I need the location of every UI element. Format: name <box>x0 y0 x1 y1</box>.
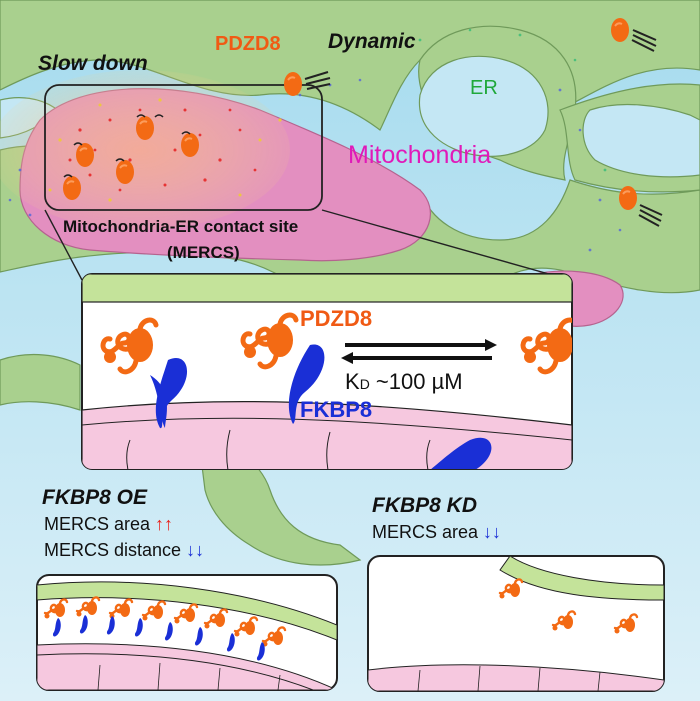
er-label: ER <box>470 77 498 99</box>
kd-line1: MERCS area ↓↓ <box>372 522 501 543</box>
kd-subscript: D <box>359 376 370 392</box>
slow-marks <box>63 114 191 178</box>
dynamic-label: Dynamic <box>328 30 416 53</box>
kd-value: ~100 µM <box>369 369 463 394</box>
mitochondria-label: Mitochondria <box>348 141 492 169</box>
oe-line1-arrows: ↑↑ <box>155 514 174 534</box>
mercs-box <box>44 84 323 211</box>
slow-down-label: Slow down <box>38 52 148 75</box>
mercs-label-line2: (MERCS) <box>167 243 240 262</box>
oe-line2-arrows: ↓↓ <box>186 540 205 560</box>
kd-title: FKBP8 KD <box>372 494 478 517</box>
oe-line2: MERCS distance ↓↓ <box>44 540 204 561</box>
fkbp8-label: FKBP8 <box>300 397 373 422</box>
motion-lines <box>304 29 663 227</box>
pdzd8-inset-label: PDZD8 <box>300 306 373 331</box>
kd-line1-arrows: ↓↓ <box>483 522 502 542</box>
mercs-label-line1: Mitochondria-ER contact site <box>63 217 299 236</box>
kd-panel-box <box>367 555 665 692</box>
oe-line1-text: MERCS area <box>44 514 151 534</box>
oe-title: FKBP8 OE <box>42 486 148 509</box>
oe-panel-box <box>36 574 338 691</box>
kd-prefix: K <box>345 369 360 394</box>
oe-line1: MERCS area ↑↑ <box>44 514 173 535</box>
kd-label: KD ~100 µM <box>345 369 463 395</box>
pdzd8-top-label: PDZD8 <box>215 33 281 55</box>
oe-line2-text: MERCS distance <box>44 540 182 560</box>
inset-panel <box>81 273 573 470</box>
kd-line1-text: MERCS area <box>372 522 479 542</box>
